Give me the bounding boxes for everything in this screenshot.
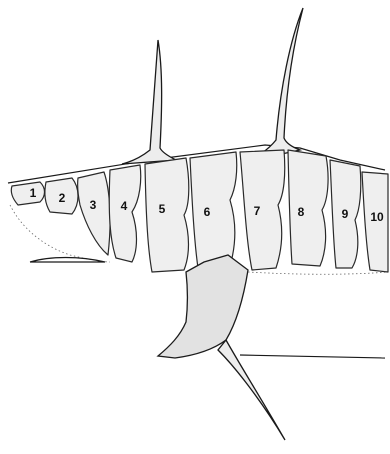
ventral-line bbox=[240, 355, 385, 358]
label-3: 3 bbox=[90, 198, 97, 212]
abdomen-outline bbox=[248, 272, 388, 274]
label-2: 2 bbox=[59, 191, 66, 205]
segment-4 bbox=[109, 165, 140, 262]
label-5: 5 bbox=[159, 202, 166, 216]
label-8: 8 bbox=[298, 205, 305, 219]
segment-8 bbox=[288, 150, 328, 266]
segment-6 bbox=[190, 152, 237, 268]
label-6: 6 bbox=[204, 205, 211, 219]
segment-7 bbox=[240, 150, 285, 270]
second-dorsal-spine bbox=[245, 8, 303, 162]
segment-5 bbox=[145, 158, 189, 272]
label-10: 10 bbox=[370, 210, 384, 224]
jaw-outline bbox=[30, 258, 105, 263]
segment-3 bbox=[78, 172, 110, 255]
label-7: 7 bbox=[254, 204, 261, 218]
segment-1 bbox=[11, 182, 44, 205]
first-dorsal-spine bbox=[122, 40, 176, 164]
label-9: 9 bbox=[342, 207, 349, 221]
label-4: 4 bbox=[121, 199, 128, 213]
label-1: 1 bbox=[30, 186, 37, 200]
